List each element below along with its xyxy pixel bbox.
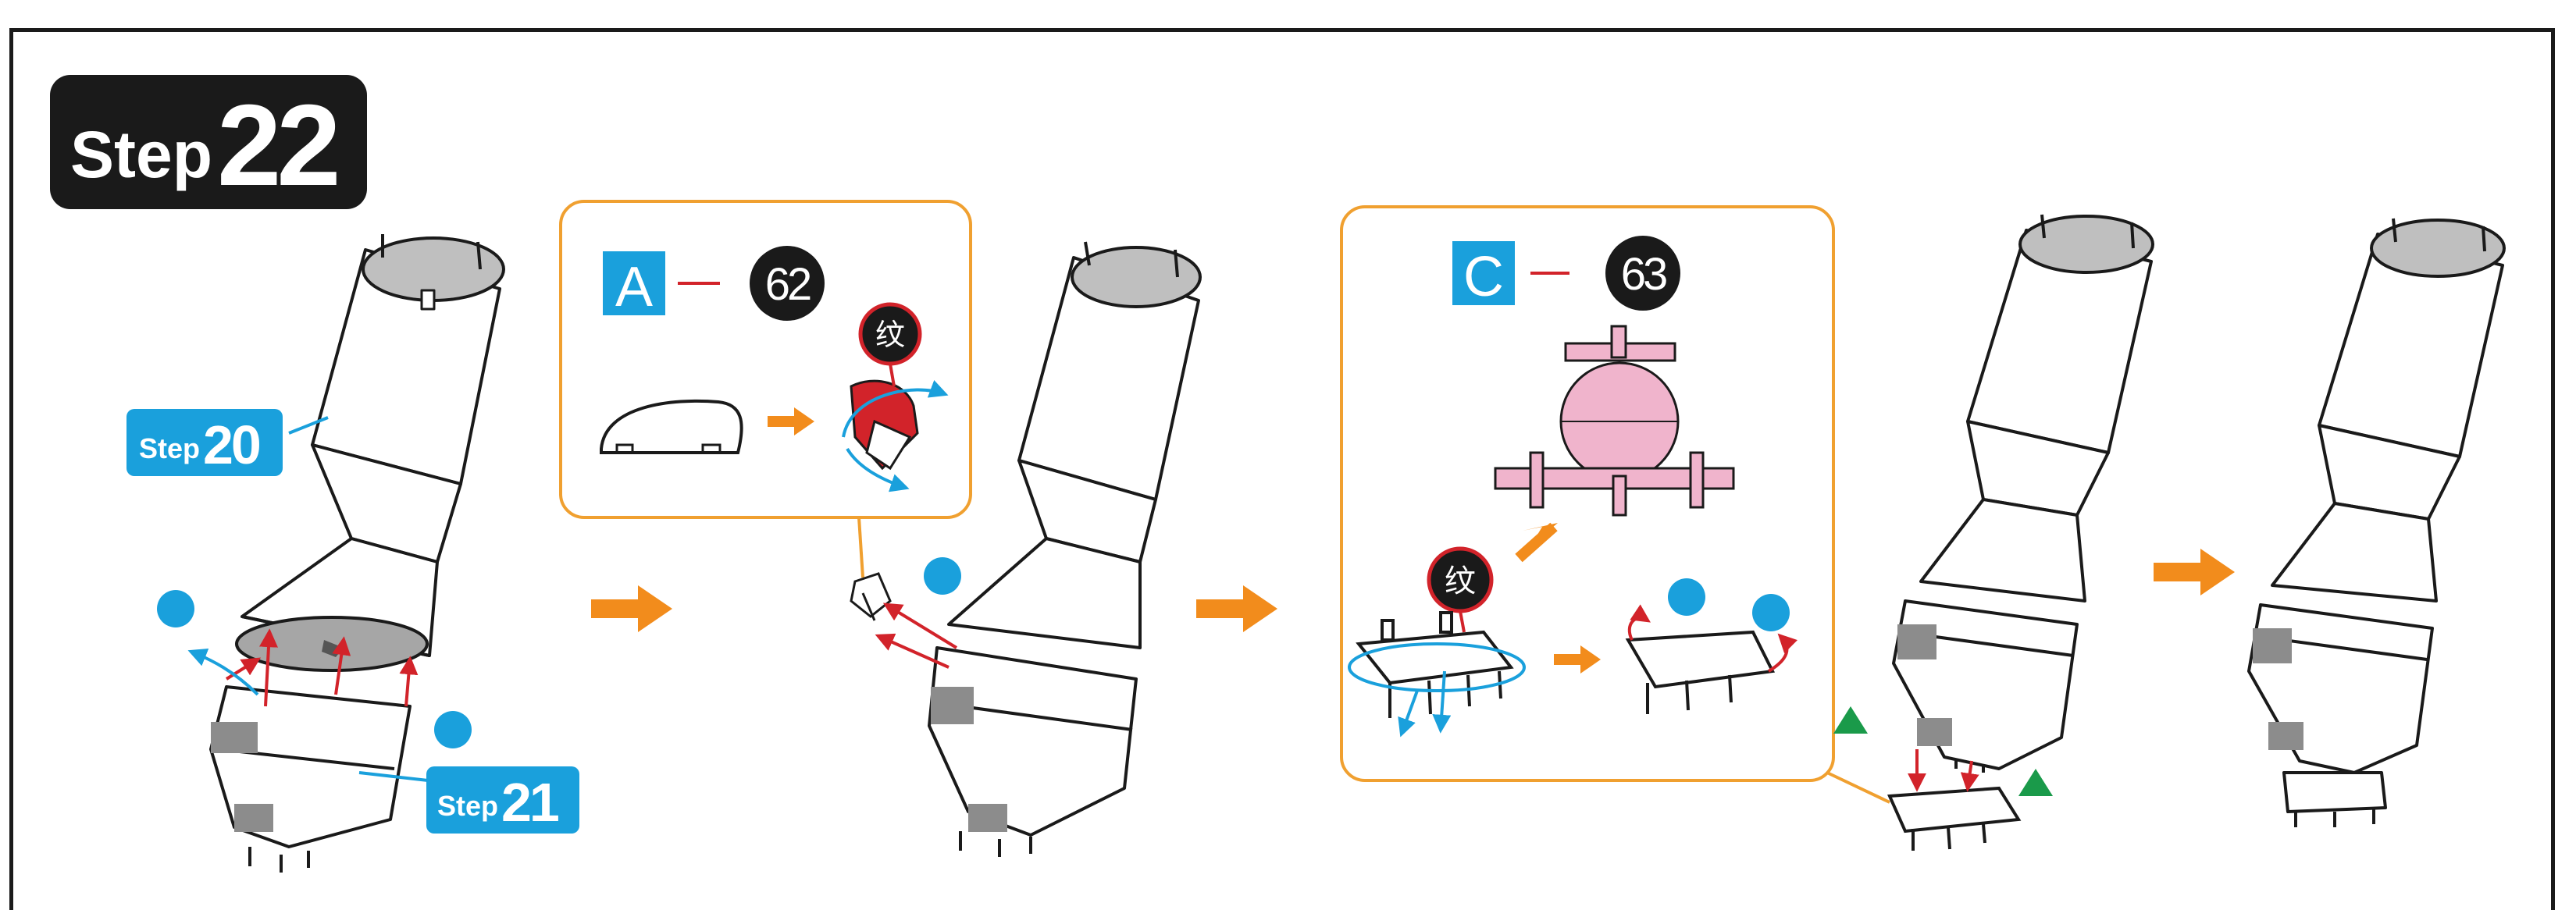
panel-c-dot-marker [1668, 578, 1705, 616]
panel-a-leader-line [859, 517, 863, 578]
figure-3-triangle-marker [1833, 706, 1868, 734]
panel-c-leader-line [1827, 773, 1890, 802]
step20-callout: Step 20 [126, 409, 283, 476]
figure-3-assembly [1894, 215, 2153, 773]
panel-a-letter: A [615, 256, 653, 318]
sequence-arrow [591, 585, 672, 632]
panel-a-detail-box [561, 201, 971, 517]
step21-number: 21 [501, 771, 558, 834]
figure-4-final-assembly [2249, 219, 2504, 827]
step20-number: 20 [203, 414, 259, 476]
panel-a-texture-mark: 纹 [875, 318, 905, 352]
figure-3-ring-part [1890, 788, 2018, 851]
figure-1-dot-marker [434, 711, 472, 748]
figure-1-dot-marker [157, 590, 194, 627]
panel-c-part-number: 63 [1621, 249, 1666, 300]
figure-3-triangle-marker [2018, 769, 2053, 796]
sequence-arrow [2154, 549, 2235, 595]
panel-a-part-number: 62 [765, 259, 811, 310]
sequence-arrow [1196, 585, 1277, 632]
step21-word: Step [437, 790, 498, 823]
step20-word: Step [139, 432, 200, 465]
panel-c-texture-mark: 纹 [1445, 563, 1476, 599]
panel-c-letter: C [1463, 246, 1504, 308]
panel-c-dot-marker [1752, 594, 1790, 631]
figure-2-dot-marker [924, 557, 961, 595]
step21-callout: Step 21 [426, 766, 579, 834]
